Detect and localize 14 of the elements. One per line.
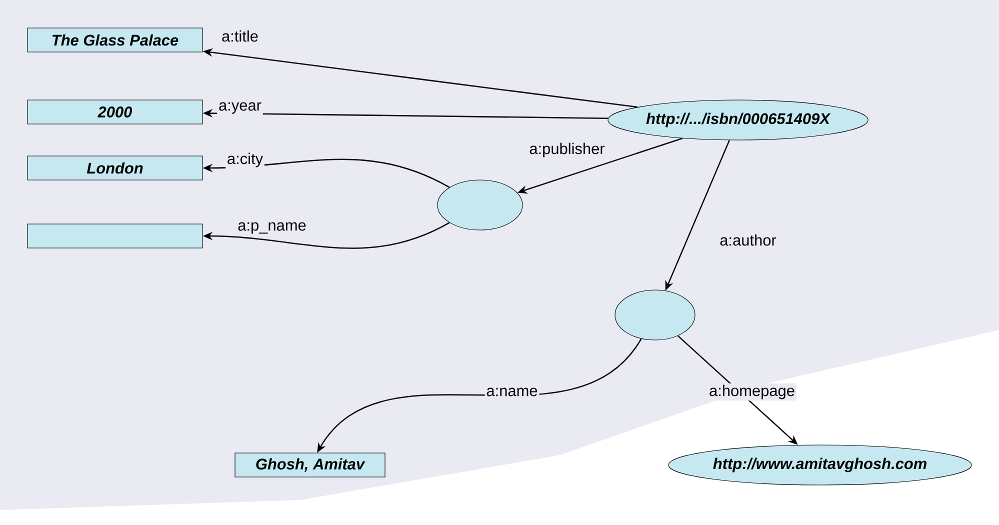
blank-node-ellipse: [437, 180, 523, 230]
edge-label: a:author: [718, 232, 778, 248]
edge-label: a:p_name: [236, 220, 308, 236]
literal-box: London: [27, 156, 203, 180]
edge-label: a:publisher: [528, 141, 606, 159]
empty-box: [27, 224, 203, 248]
edge-label: a:year: [217, 100, 263, 116]
literal-box: The Glass Palace: [27, 28, 203, 52]
edge-label: a:title: [220, 28, 260, 44]
edge-label: a:homepage: [708, 383, 796, 401]
literal-box: Ghosh, Amitav: [234, 452, 386, 478]
blank-node-ellipse: [614, 290, 696, 340]
literal-box: 2000: [27, 100, 203, 124]
edge-label: a:city: [226, 151, 264, 169]
